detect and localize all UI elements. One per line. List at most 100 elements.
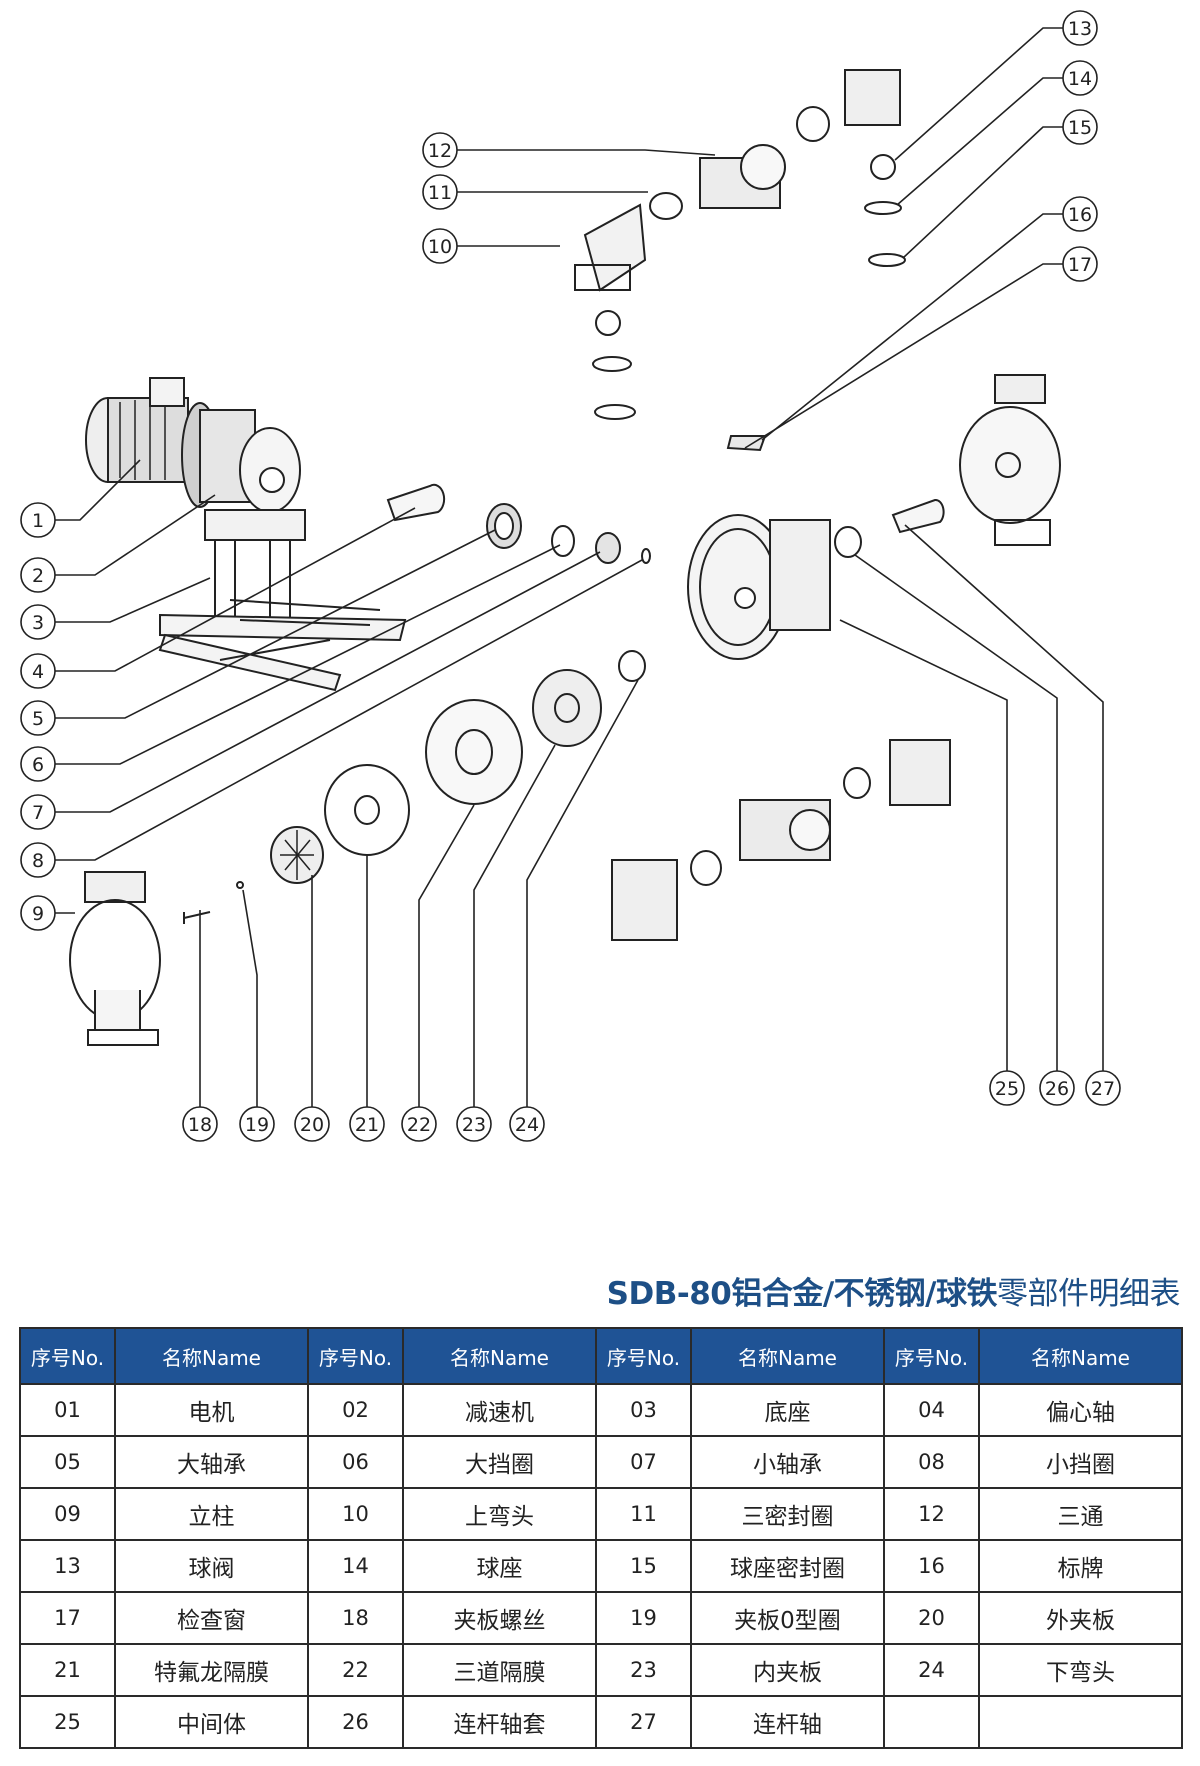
part-name-cell: 特氟龙隔膜	[114, 1643, 309, 1697]
part-name-cell: 夹板0型圈	[690, 1591, 885, 1645]
diaphragm-parts	[183, 650, 646, 924]
callout-number: 22	[407, 1114, 431, 1136]
part-name-cell: 外夹板	[978, 1591, 1183, 1645]
callout-circle	[422, 174, 458, 210]
part-name-cell: 连杆轴套	[402, 1695, 597, 1749]
part-name-cell: 内夹板	[690, 1643, 885, 1697]
part-number-cell: 14	[307, 1539, 404, 1593]
callout-5: 5	[20, 700, 56, 736]
callout-circle	[20, 502, 56, 538]
part-name-cell: 三通	[978, 1487, 1183, 1541]
part-number-cell: 22	[307, 1643, 404, 1697]
callout-number: 1	[32, 510, 44, 532]
callout-circle	[20, 895, 56, 931]
header-no: 序号No.	[307, 1327, 404, 1385]
callout-number: 13	[1068, 18, 1092, 40]
callout-number: 7	[32, 802, 44, 824]
label-plate-part	[726, 435, 767, 452]
exploded-parts-diagram: 1234567891011121314151617181920212223242…	[20, 10, 1121, 1142]
part-name-cell: 球阀	[114, 1539, 309, 1593]
part-name-cell: 大轴承	[114, 1435, 309, 1489]
callout-7: 7	[20, 794, 56, 830]
part-name-cell: 夹板螺丝	[402, 1591, 597, 1645]
callout-number: 26	[1045, 1078, 1069, 1100]
part-number-cell: 15	[595, 1539, 692, 1593]
callout-1: 1	[20, 502, 56, 538]
callout-18: 18	[182, 1106, 218, 1142]
middle-body-part	[687, 498, 945, 660]
callout-number: 18	[188, 1114, 212, 1136]
part-name-cell: 电机	[114, 1383, 309, 1437]
callout-number: 3	[32, 612, 44, 634]
part-number-cell: 27	[595, 1695, 692, 1749]
part-name-cell	[978, 1695, 1183, 1749]
callout-number: 17	[1068, 254, 1092, 276]
callout-circle	[401, 1106, 437, 1142]
part-name-cell: 检查窗	[114, 1591, 309, 1645]
callout-number: 15	[1068, 117, 1092, 139]
part-name-cell: 标牌	[978, 1539, 1183, 1593]
callout-17: 17	[1062, 246, 1098, 282]
callout-15: 15	[1062, 109, 1098, 145]
callout-14: 14	[1062, 60, 1098, 96]
callout-16: 16	[1062, 196, 1098, 232]
part-number-cell: 03	[595, 1383, 692, 1437]
callout-circle	[509, 1106, 545, 1142]
callout-22: 22	[401, 1106, 437, 1142]
part-number-cell: 24	[883, 1643, 980, 1697]
part-name-cell: 上弯头	[402, 1487, 597, 1541]
callout-circle	[1062, 246, 1098, 282]
shaft-bearing-parts	[386, 483, 651, 564]
callout-circle	[989, 1070, 1025, 1106]
header-name: 名称Name	[402, 1327, 597, 1385]
header-no: 序号No.	[19, 1327, 116, 1385]
callout-circle	[239, 1106, 275, 1142]
part-number-cell: 10	[307, 1487, 404, 1541]
part-number-cell: 20	[883, 1591, 980, 1645]
callout-number: 27	[1091, 1078, 1115, 1100]
callout-number: 24	[515, 1114, 539, 1136]
callout-circle	[20, 842, 56, 878]
callout-13: 13	[1062, 10, 1098, 46]
callout-19: 19	[239, 1106, 275, 1142]
header-no: 序号No.	[883, 1327, 980, 1385]
callout-circle	[182, 1106, 218, 1142]
part-number-cell: 21	[19, 1643, 116, 1697]
callout-circle	[20, 653, 56, 689]
callout-number: 9	[32, 903, 44, 925]
leader-lines	[38, 27, 1104, 1120]
callout-24: 24	[509, 1106, 545, 1142]
callout-11: 11	[422, 174, 458, 210]
part-number-cell: 26	[307, 1695, 404, 1749]
part-number-cell: 13	[19, 1539, 116, 1593]
part-number-cell: 18	[307, 1591, 404, 1645]
part-number-cell: 09	[19, 1487, 116, 1541]
lower-manifold-parts	[611, 739, 951, 941]
callout-number: 20	[300, 1114, 324, 1136]
part-name-cell: 球座密封圈	[690, 1539, 885, 1593]
table-title: SDB-80铝合金/不锈钢/球铁零部件明细表	[607, 1268, 1181, 1313]
table-header-row: 序号No. 名称Name 序号No. 名称Name 序号No. 名称Name 序…	[19, 1327, 1183, 1385]
callout-20: 20	[294, 1106, 330, 1142]
callout-23: 23	[456, 1106, 492, 1142]
part-name-cell: 连杆轴	[690, 1695, 885, 1749]
part-name-cell: 小挡圈	[978, 1435, 1183, 1489]
header-no: 序号No.	[595, 1327, 692, 1385]
motor-part	[85, 377, 301, 513]
callout-circle	[422, 228, 458, 264]
header-name: 名称Name	[690, 1327, 885, 1385]
part-number-cell: 25	[19, 1695, 116, 1749]
callout-8: 8	[20, 842, 56, 878]
callout-3: 3	[20, 604, 56, 640]
part-name-cell: 大挡圈	[402, 1435, 597, 1489]
part-number-cell: 16	[883, 1539, 980, 1593]
callout-25: 25	[989, 1070, 1025, 1106]
